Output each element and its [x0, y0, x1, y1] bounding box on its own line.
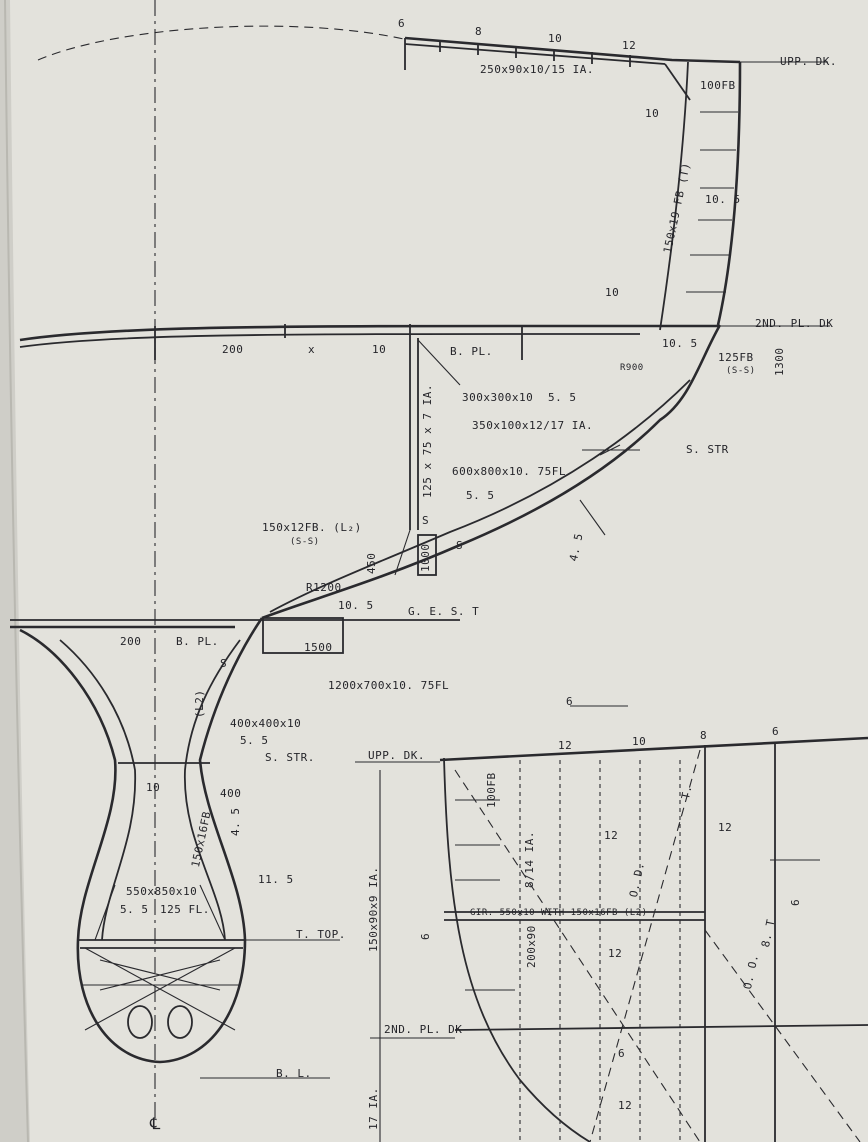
frame-no-8: 8	[475, 25, 483, 38]
plate-11-5: 11. 5	[258, 873, 294, 886]
s-mark-c: S	[220, 657, 228, 670]
weld-10-2nd: 10	[605, 286, 620, 299]
weld-4-5-keel: 4. 5	[229, 807, 242, 837]
frame-12-b: 12	[558, 739, 573, 752]
second-deck-label-2: 2ND. PL. DK	[384, 1023, 463, 1036]
fb100-b-label: 100FB	[485, 772, 498, 808]
upper-deck-camber	[37, 25, 409, 61]
weld-10-label: 10	[645, 107, 660, 120]
plate-12-c: 12	[604, 829, 619, 842]
weld-6-e: 6	[789, 898, 802, 906]
frame-6-c: 6	[772, 725, 780, 738]
s-str-label-1: S. STR	[686, 443, 729, 456]
girder-label: GIR. 550x10 WITH 150x16FB (L2)	[470, 908, 648, 918]
ia-8-14-label: 8/14 IA.	[523, 831, 536, 888]
dim-1000: 1000	[419, 543, 432, 573]
s-str-label-2: S. STR.	[265, 751, 315, 764]
fl125-label: 125 FL.	[160, 903, 210, 916]
s-mark-b: S	[456, 539, 464, 552]
s-mark-a: S	[422, 514, 430, 527]
deck-stiffener-ticks	[439, 40, 631, 67]
bpl-label-2: B. PL.	[176, 635, 219, 648]
longitudinal-350-label: 350x100x12/17 IA.	[472, 419, 594, 432]
spacing-200-b: 200	[120, 635, 142, 648]
plate-12-d: 12	[718, 821, 733, 834]
ia-17-label: 17 IA.	[367, 1087, 380, 1130]
weld-6-top: 6	[566, 695, 574, 708]
side-shell-upper	[716, 61, 742, 326]
gest-label: G. E. S. T	[408, 605, 480, 618]
r1200-label: R1200	[306, 581, 342, 594]
frame-8-b: 8	[700, 729, 708, 742]
web-550-label: 550x850x10	[126, 885, 198, 898]
side-frame-stiffeners	[686, 111, 738, 293]
dim-1300: 1300	[773, 347, 786, 377]
frame-no-10: 10	[548, 32, 563, 45]
bpl-label: B. PL.	[450, 345, 493, 358]
dim-200x90: 200x90	[525, 925, 538, 968]
centerline-symbol: ℄	[150, 1114, 161, 1133]
x-mark: x	[308, 343, 316, 356]
frame-150-label: 150x90x9 IA.	[367, 866, 380, 952]
upper-deck-label-2: UPP. DK.	[368, 749, 425, 762]
weld-6-f: 6	[618, 1047, 626, 1060]
dim-1500: 1500	[304, 641, 333, 654]
weld-5-5-d: 5. 5	[120, 903, 149, 916]
weld-10-5-b: 10. 5	[662, 337, 698, 350]
second-deck-label: 2ND. PL. DK	[755, 317, 834, 330]
bracket-box	[417, 534, 437, 576]
plate-12-f: 12	[618, 1099, 633, 1112]
second-deck-plate	[19, 324, 720, 342]
frame-no-12: 12	[622, 39, 637, 52]
web-600-label: 600x800x10. 75FL	[452, 465, 566, 478]
weld-6-d: 6	[419, 932, 432, 940]
weld-5-5-b: 5. 5	[466, 489, 495, 502]
spacing-200: 200	[222, 343, 244, 356]
weld-10-5-side: 10. 5	[705, 193, 741, 206]
frame-no-6: 6	[398, 17, 406, 30]
r900-label: R900	[620, 363, 644, 373]
upper-deck-label: UPP. DK.	[780, 55, 837, 68]
frame-10-b: 10	[632, 735, 647, 748]
keel-plate-10: 10	[146, 781, 161, 794]
weld-5-5-c: 5. 5	[240, 734, 269, 747]
plate-10: 10	[372, 343, 387, 356]
l2-label: (L2)	[193, 689, 206, 719]
ss-label-2: (S-S)	[290, 537, 320, 547]
bracket-400-label: 400x400x10	[230, 717, 302, 730]
fb100-label: 100FB	[700, 79, 736, 92]
weld-10-5-c: 10. 5	[338, 599, 374, 612]
weld-5-5-a: 5. 5	[548, 391, 577, 404]
deck-beam-label: 250x90x10/15 IA.	[480, 63, 594, 76]
baseline-label: B. L.	[276, 1067, 312, 1080]
fb125-label: 125FB	[718, 351, 754, 364]
upper-deck-elevation	[439, 736, 868, 762]
dim-450: 450	[365, 552, 378, 574]
lightening-hole-right	[167, 1005, 193, 1039]
bilge-shell	[261, 324, 722, 620]
lightening-hole-left	[127, 1005, 153, 1039]
dim-400: 400	[220, 787, 242, 800]
pillar-label: 125 x 75 x 7 IA.	[421, 384, 434, 498]
keel-outer	[19, 617, 264, 1064]
ss-label-1: (S-S)	[726, 366, 756, 376]
fb150-label: 150x12FB. (L₂)	[262, 521, 362, 534]
bracket-300-label: 300x300x10	[462, 391, 534, 404]
web-1200-label: 1200x700x10. 75FL	[328, 679, 450, 692]
tank-top-label: T. TOP.	[296, 928, 346, 941]
plate-12-e: 12	[608, 947, 623, 960]
diag-t-label: T.	[679, 783, 695, 801]
frame-ticks	[455, 799, 515, 991]
second-deck-ticks	[154, 324, 523, 360]
upper-deck-plate	[404, 36, 741, 64]
